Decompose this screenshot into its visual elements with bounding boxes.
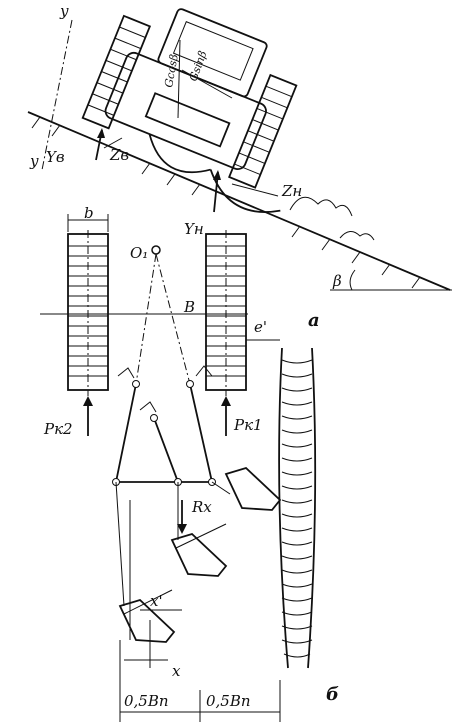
figure-a: β y y [27, 2, 452, 331]
slope-angle-label: β [332, 272, 342, 290]
rx-arrowhead [177, 524, 187, 534]
figure-b: b B O₁ Pк2 Pк1 [40, 204, 339, 722]
z-rear-arrow [103, 137, 123, 149]
hitch-linkage [112, 365, 216, 486]
offset-x-prime-label: x' [150, 592, 163, 610]
gravity-sin-arrow [181, 69, 233, 99]
gravity-cos-label: Gcosβ [162, 53, 181, 88]
y-front-arrowhead [213, 170, 221, 180]
z-front-arrow [231, 183, 279, 197]
track-force-left-label: Pк2 [43, 420, 73, 438]
right-track [205, 230, 247, 396]
pivot-label: O₁ [130, 244, 148, 262]
panel-b-label: б [326, 684, 339, 705]
half-width-left-label: 0,5Bп [124, 692, 169, 710]
slope-ground [27, 111, 452, 291]
pk2-arrowhead [83, 396, 93, 406]
y-front-label: Yн [184, 220, 204, 238]
pk1-arrowhead [221, 396, 231, 406]
panel-a-label: а [308, 310, 320, 331]
left-track [67, 230, 109, 396]
reaction-force-label: Rx [191, 498, 212, 516]
axis-y-top-label: y [59, 2, 69, 20]
track-force-right-label: Pк1 [233, 416, 263, 434]
plough-bodies [115, 466, 282, 643]
half-width-right-label: 0,5Bп [206, 692, 251, 710]
y-rear-arrowhead [97, 128, 105, 138]
offset-x-label: x [172, 662, 181, 680]
pivot-point [151, 245, 161, 255]
track-gauge-label: B [183, 298, 195, 316]
track-width-label: b [84, 204, 94, 222]
y-axis-line [41, 19, 73, 171]
furrow-wall [278, 347, 317, 669]
axis-y-bottom-label: y [29, 152, 39, 170]
slope-angle-arc [349, 269, 356, 291]
gravity-cos-arrow [177, 39, 181, 119]
offset-e-label: e' [254, 318, 267, 336]
z-front-label: Zн [281, 182, 302, 200]
y-rear-label: Yв [46, 148, 65, 166]
z-rear-label: Zв [109, 146, 129, 164]
